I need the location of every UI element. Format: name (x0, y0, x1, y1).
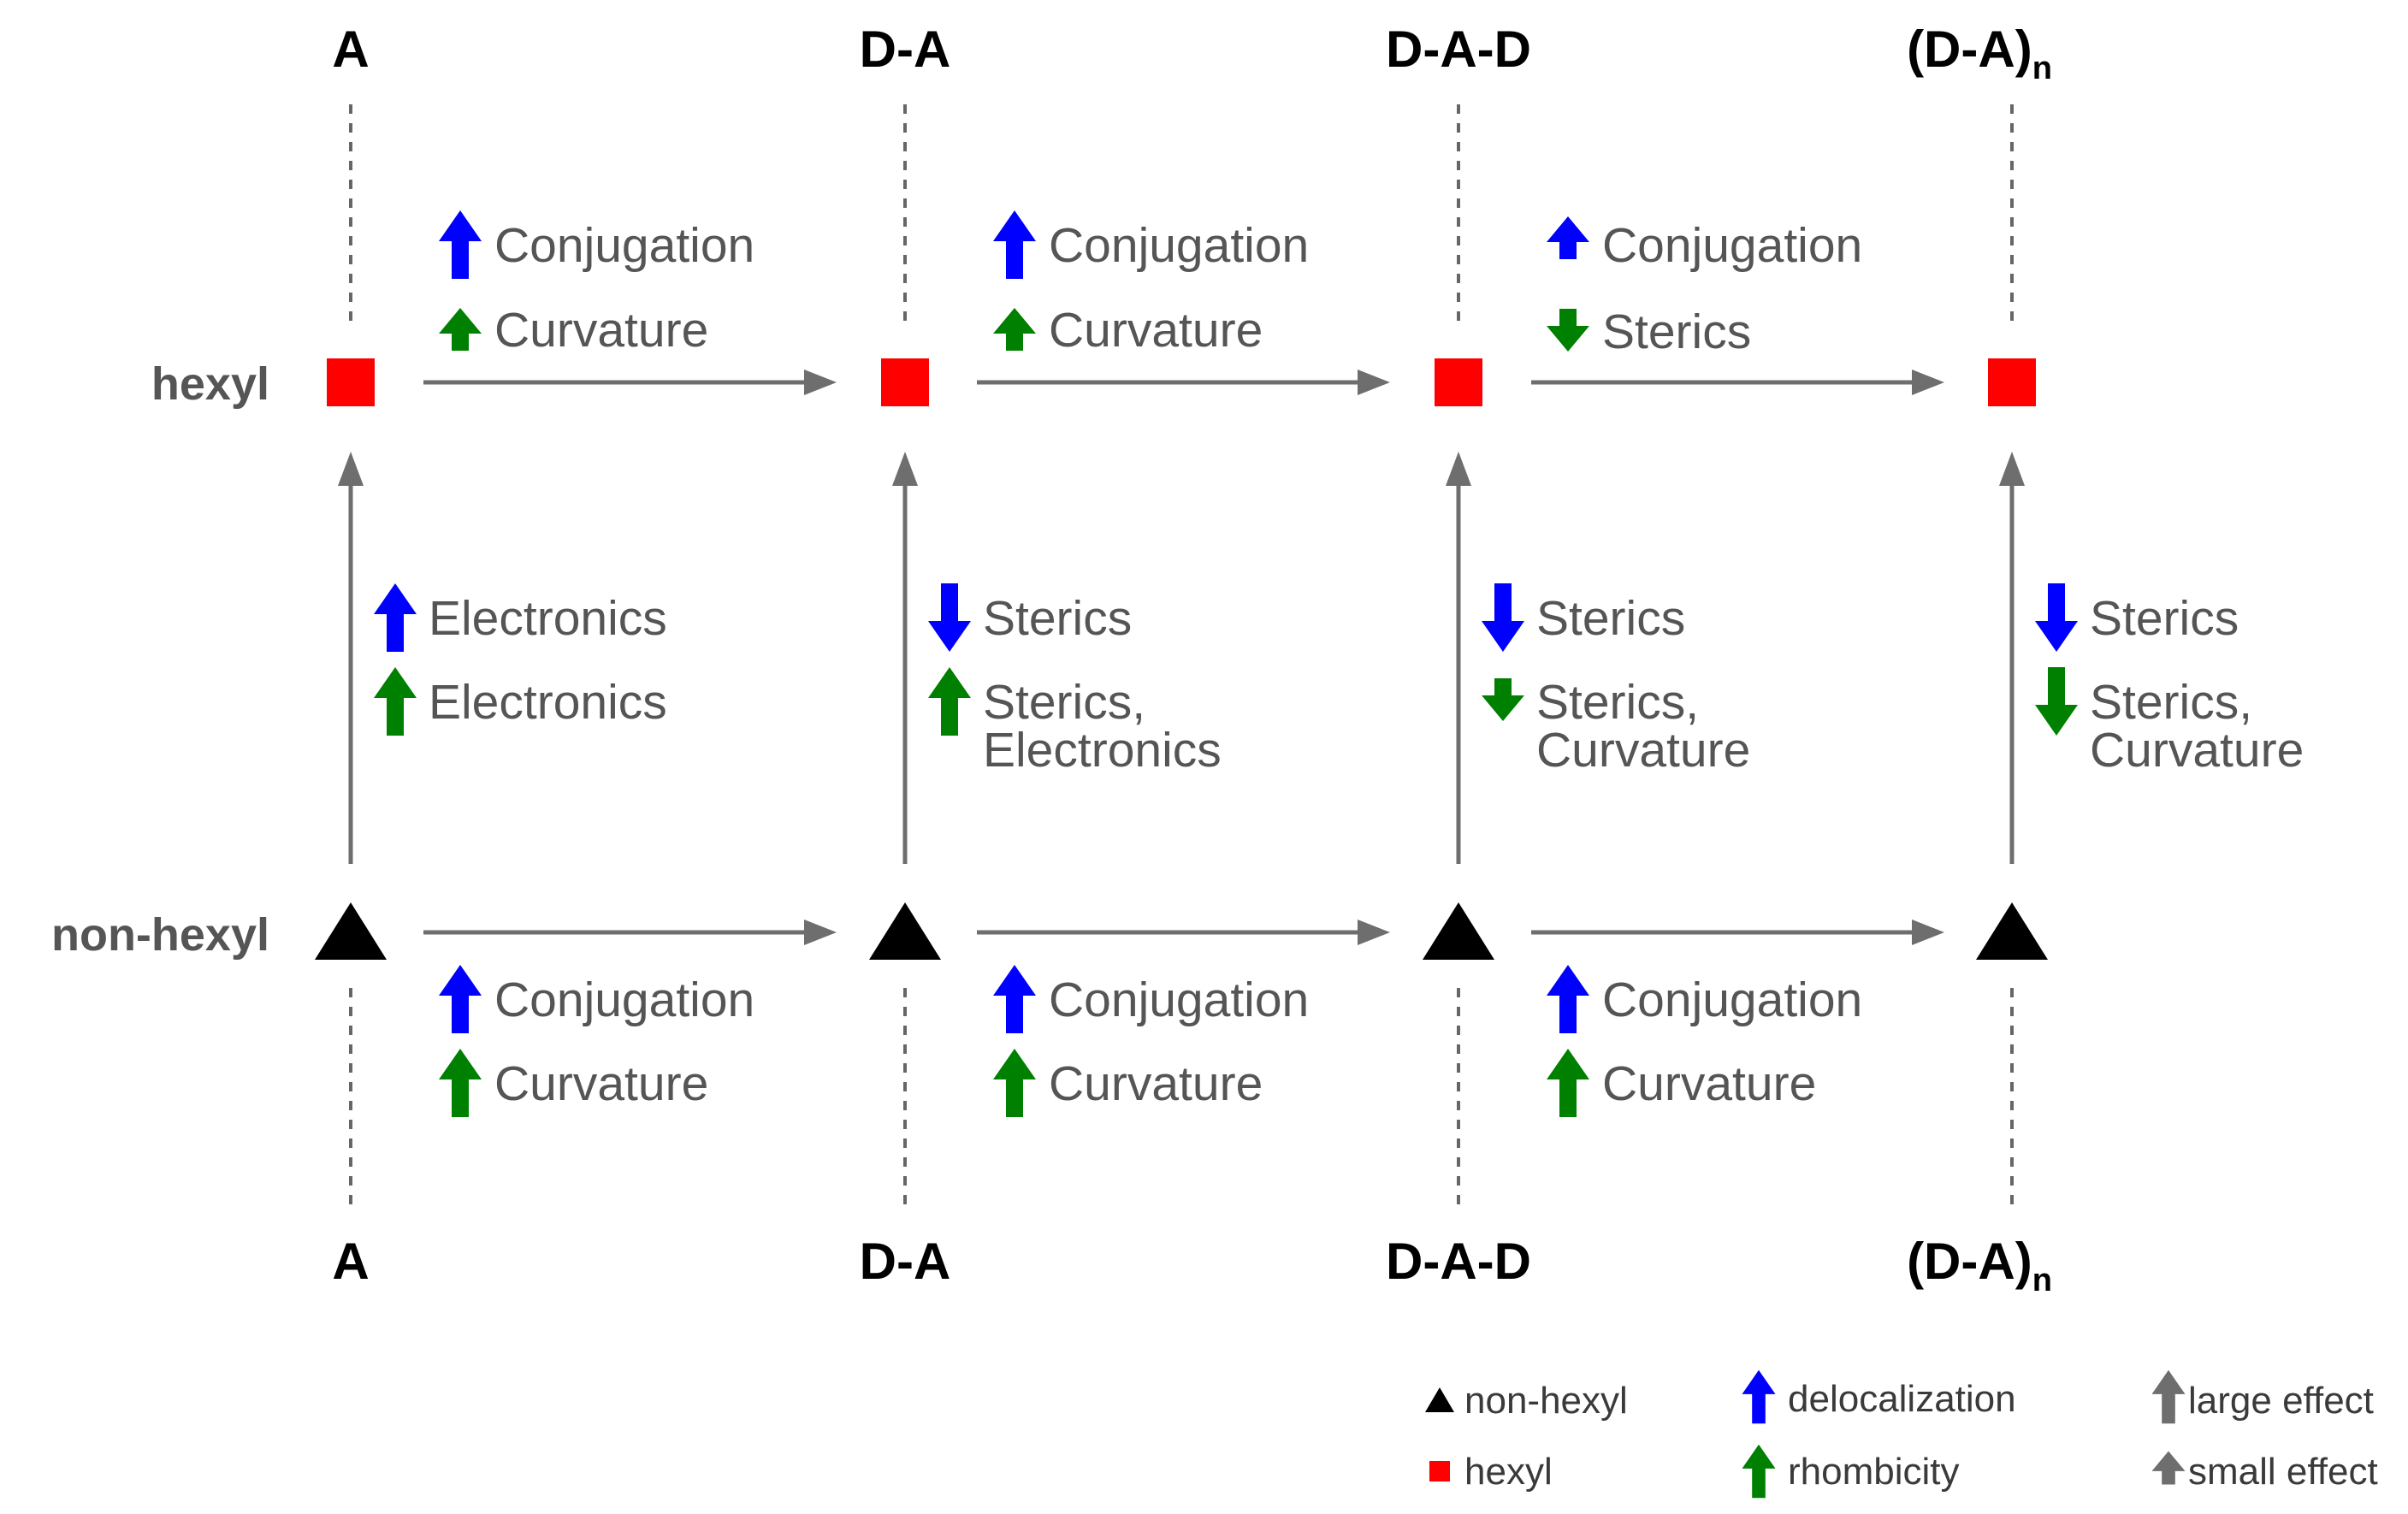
vertical-effects-3: Sterics Sterics,Curvature (1482, 583, 1750, 778)
non-hexyl-marker (1976, 902, 2048, 960)
effect-arrow-icon (993, 965, 1036, 1033)
legend-label-small-effect: small effect (2188, 1451, 2378, 1493)
vertical-effects-2: Sterics Sterics,Electronics (928, 583, 1222, 778)
effect-arrow-icon (374, 667, 417, 736)
hexyl-effects-2: Conjugation Curvature (993, 210, 1309, 358)
column-label-bottom-d-a: D-A (860, 1233, 951, 1290)
connector-arrow-vertical-2 (892, 452, 918, 864)
effect-arrow-icon (928, 583, 971, 652)
connector-arrow-hexyl-3 (1531, 370, 1944, 395)
column-label-bottom-d-a-d: D-A-D (1386, 1233, 1531, 1290)
column-label-top-d-a: D-A (860, 21, 951, 78)
non-hexyl-marker (315, 902, 387, 960)
effect-arrow-icon (2035, 583, 2078, 652)
nonhexyl-effects-2: Conjugation Curvature (993, 965, 1309, 1117)
effect-label: Conjugation (1602, 973, 1862, 1027)
connector-arrow-nonhexyl-1 (423, 920, 837, 945)
effect-arrow-icon (439, 1049, 482, 1117)
connector-arrow-vertical-3 (1446, 452, 1471, 864)
effect-label: Conjugation (1049, 973, 1309, 1027)
connector-arrow-hexyl-1 (423, 370, 837, 395)
effect-label: Curvature (1049, 1056, 1263, 1111)
effect-label: Electronics (429, 591, 667, 646)
effect-label: Sterics,Curvature (2090, 675, 2304, 778)
connector-arrow-vertical-4 (1999, 452, 2025, 864)
effect-label: Curvature (494, 303, 708, 358)
vertical-effects-4: Sterics Sterics,Curvature (2035, 583, 2304, 778)
connector-arrow-nonhexyl-3 (1531, 920, 1944, 945)
effect-label: Conjugation (1602, 218, 1862, 273)
column-label-top-d-a-d: D-A-D (1386, 21, 1531, 78)
hexyl-effects-1: Conjugation Curvature (439, 210, 754, 358)
effect-label: Curvature (1602, 1056, 1816, 1111)
effect-label: Conjugation (494, 973, 754, 1027)
hexyl-marker (881, 358, 929, 406)
effect-arrow-icon (439, 965, 482, 1033)
effect-label: Sterics (983, 591, 1132, 646)
effect-arrow-icon (1547, 216, 1589, 259)
non-hexyl-marker (869, 902, 941, 960)
connector-arrow-nonhexyl-2 (977, 920, 1390, 945)
legend-triangle-icon (1425, 1387, 1454, 1412)
effect-arrow-icon (439, 210, 482, 279)
column-label-bottom-d-a-n: (D-A)n (1907, 1233, 2052, 1298)
effect-arrow-icon (1482, 678, 1524, 721)
legend-label-delocalization: delocalization (1788, 1378, 2016, 1420)
effect-arrow-icon (993, 1049, 1036, 1117)
effect-label: Sterics,Electronics (983, 675, 1222, 778)
connector-arrow-hexyl-2 (977, 370, 1390, 395)
effect-arrow-icon (374, 583, 417, 652)
effect-label: Sterics (2090, 591, 2239, 646)
vertical-effects-1: Electronics Electronics (374, 583, 667, 736)
effect-arrow-icon (439, 308, 482, 351)
effect-label: Sterics (1602, 305, 1751, 359)
legend-blue-arrow-icon (1742, 1369, 1776, 1424)
legend-label-rhombicity: rhombicity (1788, 1451, 1960, 1493)
legend-large-effect-icon (2151, 1369, 2186, 1424)
connector-arrow-vertical-1 (338, 452, 364, 864)
column-label-top-d-a-n: (D-A)n (1907, 21, 2052, 86)
effect-arrow-icon (928, 667, 971, 736)
row-label-non-hexyl: non-hexyl (51, 909, 269, 961)
legend-green-arrow-icon (1742, 1444, 1776, 1499)
legend: non-hexyl hexyl delocalization rhombicit… (1425, 1369, 2378, 1499)
effect-arrow-icon (993, 210, 1036, 279)
column-label-bottom-a: A (332, 1233, 369, 1290)
effect-arrow-icon (1547, 1049, 1589, 1117)
effect-arrow-icon (1482, 583, 1524, 652)
effect-label: Curvature (1049, 303, 1263, 358)
effect-label: Conjugation (494, 218, 754, 273)
legend-label-non-hexyl: non-hexyl (1464, 1380, 1628, 1422)
effect-arrow-icon (1547, 965, 1589, 1033)
legend-label-hexyl: hexyl (1464, 1451, 1553, 1493)
nonhexyl-effects-1: Conjugation Curvature (439, 965, 754, 1117)
effect-label: Sterics (1536, 591, 1685, 646)
hexyl-marker (1988, 358, 2036, 406)
effect-label: Sterics,Curvature (1536, 675, 1750, 778)
effect-arrow-icon (2035, 667, 2078, 736)
legend-small-effect-icon (2151, 1451, 2186, 1485)
effect-label: Curvature (494, 1056, 708, 1111)
column-label-top-a: A (332, 21, 369, 78)
legend-square-icon (1429, 1461, 1450, 1481)
non-hexyl-marker (1423, 902, 1494, 960)
nonhexyl-effects-3: Conjugation Curvature (1547, 965, 1862, 1117)
effect-arrow-icon (993, 308, 1036, 351)
effect-arrow-icon (1547, 309, 1589, 352)
row-label-hexyl: hexyl (151, 358, 269, 410)
effect-label: Electronics (429, 675, 667, 730)
effect-label: Conjugation (1049, 218, 1309, 273)
hexyl-marker (1435, 358, 1482, 406)
hexyl-effects-3: Conjugation Sterics (1547, 216, 1862, 359)
legend-label-large-effect: large effect (2188, 1380, 2374, 1422)
hexyl-marker (327, 358, 375, 406)
